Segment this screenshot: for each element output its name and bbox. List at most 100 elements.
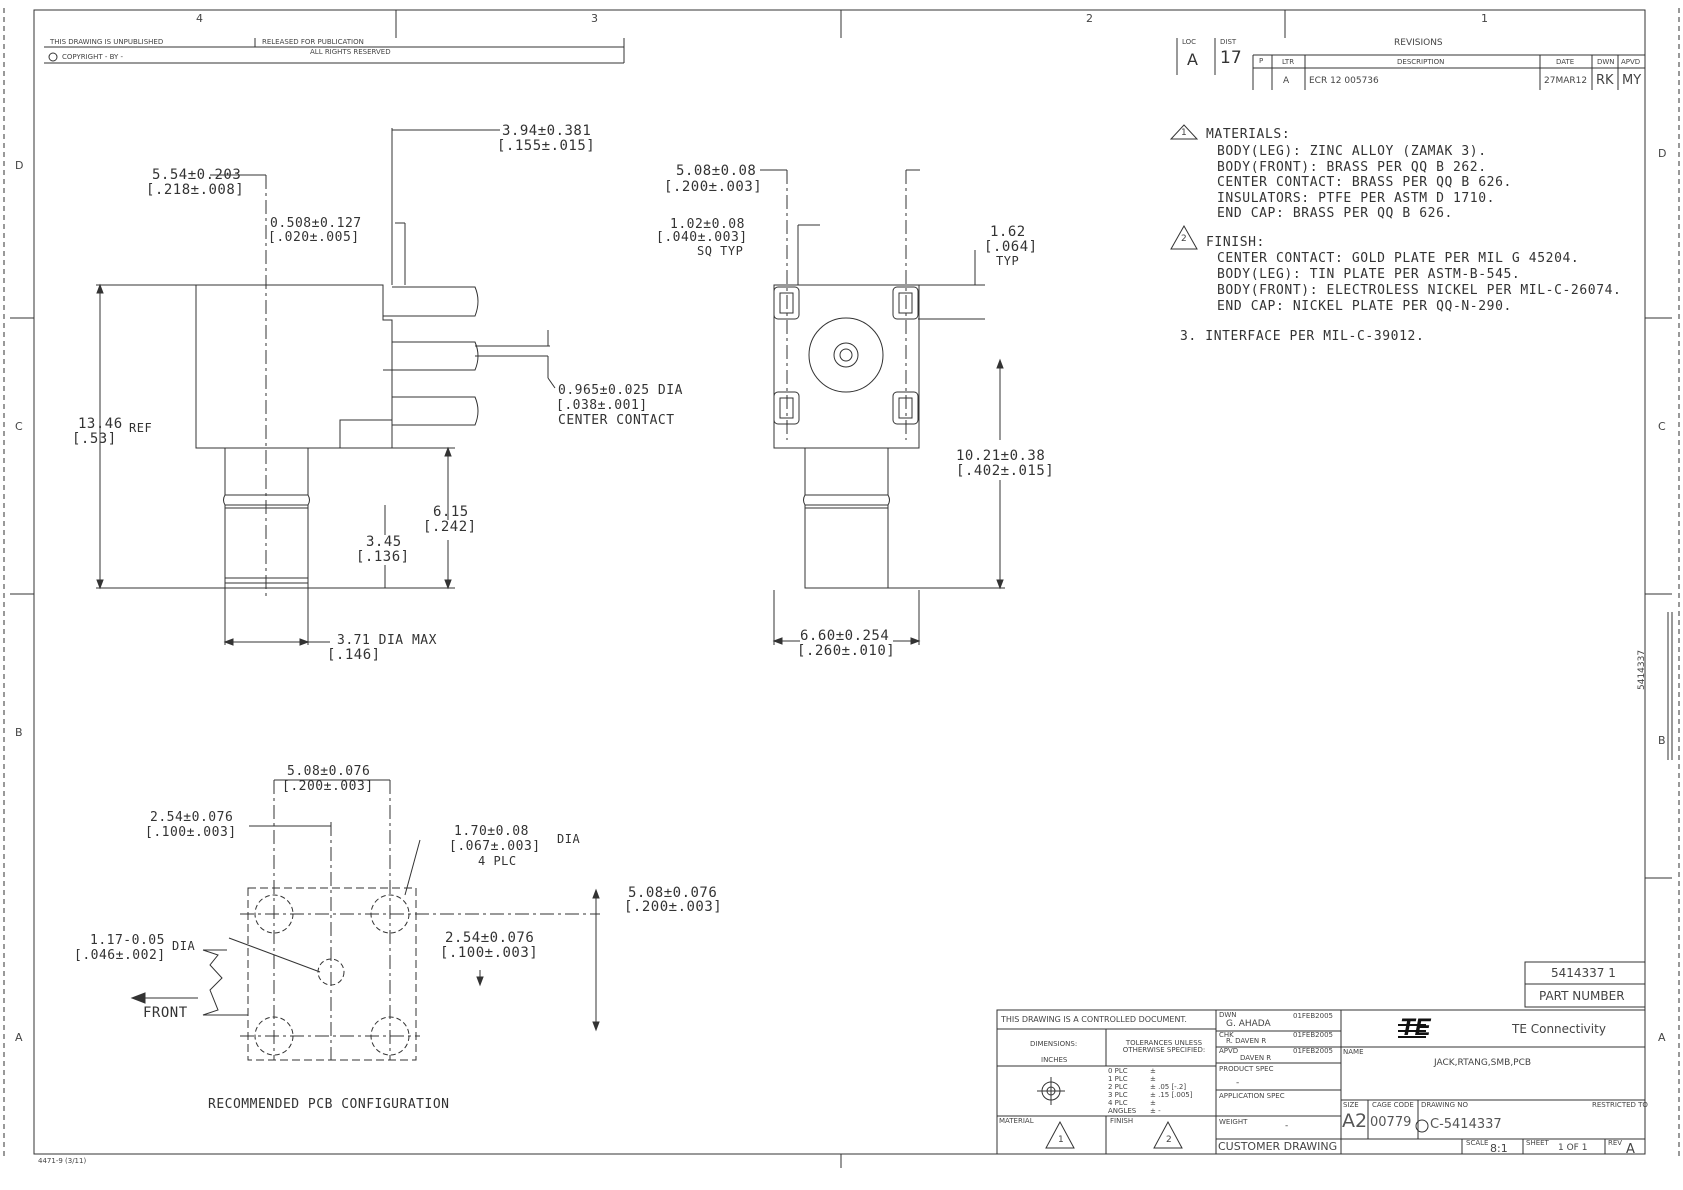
plc-value: ± — [1150, 1067, 1156, 1075]
dim-1021: 10.21±0.38 — [956, 448, 1046, 464]
rev-dist-value: 17 — [1220, 48, 1242, 68]
note2-line: BODY(LEG): TIN PLATE PER ASTM-B-545. — [1217, 267, 1521, 282]
dim-0965-in: [.038±.001] — [556, 398, 648, 413]
pcb-dim-170-plc: 4 PLC — [478, 854, 517, 868]
zone-label-b-right: B — [1658, 734, 1666, 747]
rev-p-label: P — [1259, 57, 1264, 65]
plc-label: 0 PLC — [1108, 1067, 1128, 1075]
zone-label-a-left: A — [15, 1031, 23, 1044]
note2-title: FINISH: — [1206, 235, 1265, 250]
dwn-date: 01FEB2005 — [1293, 1012, 1333, 1020]
company-name: TE Connectivity — [1512, 1022, 1606, 1036]
material-label: MATERIAL — [999, 1117, 1034, 1125]
finish-label: FINISH — [1110, 1117, 1134, 1125]
dim-345: 3.45 — [366, 534, 402, 550]
plc-label: 2 PLC — [1108, 1083, 1128, 1091]
zone-label-1: 1 — [1481, 12, 1488, 25]
name-value: JACK,RTANG,SMB,PCB — [1434, 1058, 1532, 1068]
dim-102: 1.02±0.08 — [670, 217, 745, 232]
pcb-dim-508: 5.08±0.076 — [287, 764, 371, 779]
zone-label-a-right: A — [1658, 1031, 1666, 1044]
dim-162: 1.62 — [990, 224, 1026, 240]
zone-label-c-right: C — [1658, 420, 1666, 433]
pcb-dim-117: 1.17-0.05 — [90, 933, 165, 948]
rev-ltr: A — [1283, 76, 1290, 86]
plc-value: ± .05 [-.2] — [1150, 1083, 1187, 1091]
zone-label-4: 4 — [196, 12, 203, 25]
cage-value: 00779 — [1370, 1115, 1412, 1130]
size-value: A2 — [1342, 1110, 1368, 1132]
rev-loc-label: LOC — [1182, 38, 1197, 46]
note1-line: INSULATORS: PTFE PER ASTM D 1710. — [1217, 191, 1496, 206]
dim-1346-ref: REF — [129, 421, 153, 435]
product-spec-value: - — [1236, 1078, 1240, 1088]
dim-0965-contact: CENTER CONTACT — [558, 413, 675, 428]
pcb-dim-254: 2.54±0.076 — [150, 810, 234, 825]
rev-dwn-label: DWN — [1597, 58, 1615, 66]
front-label: FRONT — [143, 1005, 188, 1021]
dim-554-in: [.218±.008] — [146, 182, 245, 198]
dim-508a: 5.08±0.08 — [676, 163, 757, 179]
dim-615: 6.15 — [433, 504, 469, 520]
note1-line: END CAP: BRASS PER QQ B 626. — [1217, 206, 1453, 221]
application-spec-label: APPLICATION SPEC — [1219, 1092, 1285, 1100]
material-note-flag: 1 — [1058, 1135, 1064, 1145]
rev-value: A — [1626, 1142, 1635, 1157]
te-logo-bars-icon — [1398, 1024, 1426, 1026]
zone-label-c-left: C — [15, 420, 23, 433]
note2-flag: 2 — [1181, 234, 1187, 244]
size-label: SIZE — [1343, 1101, 1359, 1109]
rev-dwn: RK — [1596, 73, 1614, 88]
dim-554: 5.54±0.203 — [152, 167, 242, 183]
pcb-caption: RECOMMENDED PCB CONFIGURATION — [208, 1097, 450, 1112]
plc-value: ± — [1150, 1099, 1156, 1107]
dim-1346: 13.46 — [78, 416, 123, 432]
name-label: NAME — [1343, 1048, 1364, 1056]
pcb-dim-170: 1.70±0.08 — [454, 824, 529, 839]
zone-label-3: 3 — [591, 12, 598, 25]
zone-label-2: 2 — [1086, 12, 1093, 25]
note2-line: BODY(FRONT): ELECTROLESS NICKEL PER MIL-… — [1217, 283, 1622, 298]
pcb-dim-170-dia: DIA — [557, 832, 581, 846]
rev-date-label: DATE — [1556, 58, 1575, 66]
form-id: 4471-9 (3/11) — [38, 1157, 87, 1165]
dimensions-value: INCHES — [1041, 1056, 1068, 1064]
dim-162-in: [.064] — [984, 239, 1038, 255]
dim-660-in: [.260±.010] — [797, 643, 896, 659]
apvd-date: 01FEB2005 — [1293, 1047, 1333, 1055]
pcb-dim-254-in: [.100±.003] — [145, 825, 237, 840]
pcb-dim-508-in: [.200±.003] — [282, 779, 374, 794]
dim-1021-in: [.402±.015] — [956, 463, 1055, 479]
dim-508a-in: [.200±.003] — [664, 179, 763, 195]
part-number-label: PART NUMBER — [1539, 989, 1625, 1003]
plc-label: ANGLES — [1108, 1107, 1137, 1115]
note1-line: BODY(LEG): ZINC ALLOY (ZAMAK 3). — [1217, 144, 1487, 159]
rev-apvd: MY — [1622, 73, 1642, 88]
rev-desc-label: DESCRIPTION — [1397, 58, 1445, 66]
rev-label: REV — [1608, 1139, 1623, 1147]
pcb-dim-170-in: [.067±.003] — [449, 839, 541, 854]
note1-line: BODY(FRONT): BRASS PER QQ B 262. — [1217, 160, 1487, 175]
dim-102-sq: SQ TYP — [697, 244, 744, 258]
rev-title: REVISIONS — [1394, 38, 1443, 48]
dim-345-in: [.136] — [356, 549, 410, 565]
pcb-dim-508r-in: [.200±.003] — [624, 899, 723, 915]
dimensions-label: DIMENSIONS: — [1030, 1040, 1078, 1048]
chk-date: 01FEB2005 — [1293, 1031, 1333, 1039]
rev-date: 27MAR12 — [1544, 76, 1588, 86]
note1-flag: 1 — [1181, 128, 1187, 138]
customer-drawing: CUSTOMER DRAWING — [1218, 1140, 1338, 1153]
note2-line: END CAP: NICKEL PLATE PER QQ-N-290. — [1217, 299, 1512, 314]
rev-description: ECR 12 005736 — [1309, 76, 1379, 86]
note3: 3. INTERFACE PER MIL-C-39012. — [1180, 329, 1425, 344]
drawing-no-value: C-5414337 — [1430, 1117, 1502, 1132]
note1-title: MATERIALS: — [1206, 127, 1291, 142]
dim-394-in: [.155±.015] — [497, 138, 596, 154]
dim-0965: 0.965±0.025 DIA — [558, 383, 683, 398]
pcb-dim-117-dia: DIA — [172, 939, 196, 953]
plc-label: 3 PLC — [1108, 1091, 1128, 1099]
tolerances-label: TOLERANCES UNLESS OTHERWISE SPECIFIED: — [1122, 1039, 1206, 1054]
chk-label: CHK — [1219, 1031, 1234, 1039]
plc-value: ± — [1150, 1075, 1156, 1083]
